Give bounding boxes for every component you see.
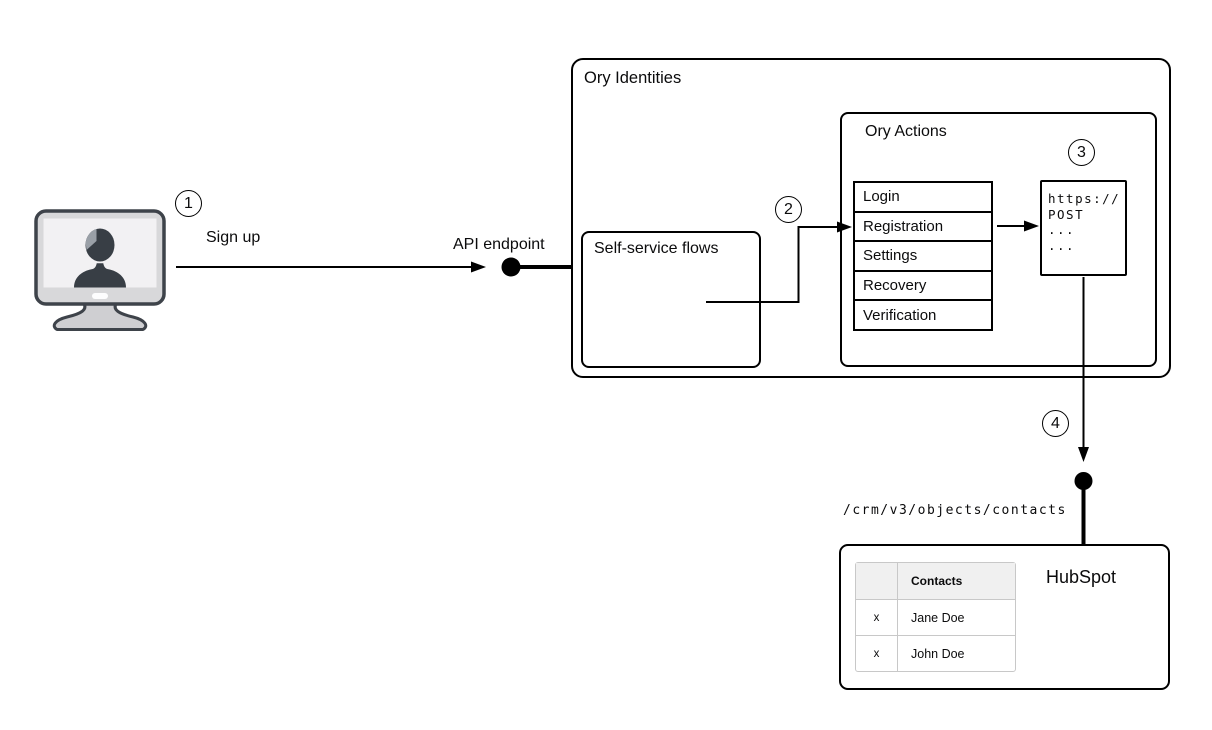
monitor-stand — [52, 300, 148, 331]
hubspot-api-path-label: /crm/v3/objects/contacts — [843, 503, 1067, 518]
step-2-number: 2 — [784, 200, 793, 218]
contact-action-cell: x — [856, 600, 898, 635]
ory-identities-title: Ory Identities — [584, 69, 682, 87]
webhook-request-box: https:// POST ... ... — [1040, 180, 1127, 276]
step-1-number: 1 — [184, 194, 193, 212]
contacts-header-row: Contacts — [856, 563, 1015, 599]
flow-row-registration: Registration — [855, 213, 991, 243]
step-3-number: 3 — [1077, 143, 1086, 161]
flow-row-verification: Verification — [863, 306, 937, 324]
user-monitor-icon — [34, 209, 166, 331]
contact-row: x Jane Doe — [856, 599, 1015, 635]
step-4-badge: 4 — [1042, 410, 1069, 437]
signup-arrow — [176, 261, 486, 273]
sign-up-label: Sign up — [206, 229, 261, 246]
flow-row-recovery: Recovery — [855, 272, 991, 302]
webhook-line-url: https:// — [1048, 191, 1121, 206]
api-endpoint-dot — [501, 257, 521, 277]
contact-row: x John Doe — [856, 635, 1015, 671]
contact-name-cell: John Doe — [911, 646, 965, 661]
flow-row-login: Login — [855, 183, 991, 213]
step-4-number: 4 — [1051, 414, 1060, 432]
step-1-badge: 1 — [175, 190, 202, 217]
hubspot-title: HubSpot — [1046, 567, 1117, 587]
api-endpoint-label: API endpoint — [453, 236, 545, 253]
flows-table: Login Registration Settings Recovery Ver… — [853, 181, 993, 331]
webhook-line-body1: ... — [1048, 222, 1076, 237]
user-silhouette — [74, 228, 126, 288]
contact-action-cell: x — [856, 636, 898, 671]
ory-actions-title: Ory Actions — [865, 123, 947, 140]
contacts-table: Contacts x Jane Doe x John Doe — [855, 562, 1016, 672]
monitor-button — [92, 293, 108, 299]
webhook-line-body2: ... — [1048, 237, 1076, 253]
flow-row-settings: Settings — [855, 242, 991, 272]
step-2-badge: 2 — [775, 196, 802, 223]
contacts-header-action-cell — [856, 563, 898, 599]
step-3-badge: 3 — [1068, 139, 1095, 166]
self-service-flows-title: Self-service flows — [594, 240, 719, 257]
contact-name-cell: Jane Doe — [911, 610, 965, 625]
contacts-header-label: Contacts — [911, 574, 963, 588]
webhook-line-method: POST — [1048, 206, 1085, 222]
hubspot-endpoint-dot — [1074, 472, 1093, 490]
